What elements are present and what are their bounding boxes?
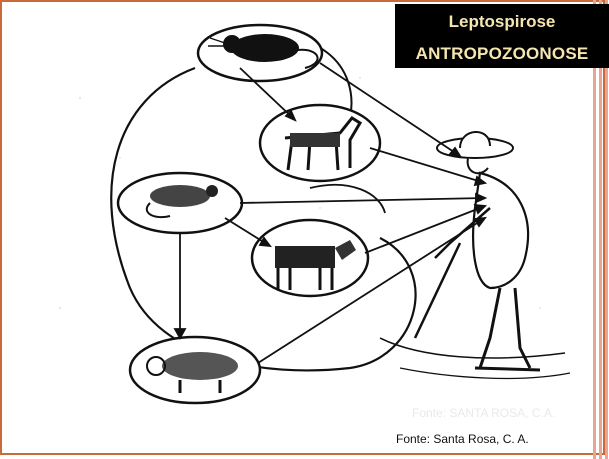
- title-box: Leptospirose ANTROPOZOONOSE: [395, 4, 609, 68]
- cow-icon: [252, 220, 368, 296]
- dog-icon: [260, 105, 380, 181]
- decorative-side-bars: [591, 0, 609, 459]
- rodent-icon: [118, 173, 242, 233]
- farmer-icon: [380, 132, 570, 378]
- source-caption: Fonte: Santa Rosa, C. A.: [396, 432, 529, 446]
- transmission-diagram: [20, 8, 592, 426]
- title-line2: ANTROPOZOONOSE: [395, 44, 609, 64]
- scan-credit-watermark: Fonte: SANTA ROSA, C.A.: [412, 406, 555, 420]
- title-line1: Leptospirose: [395, 12, 609, 32]
- pig-icon: [130, 337, 260, 403]
- rat-icon: [198, 25, 322, 81]
